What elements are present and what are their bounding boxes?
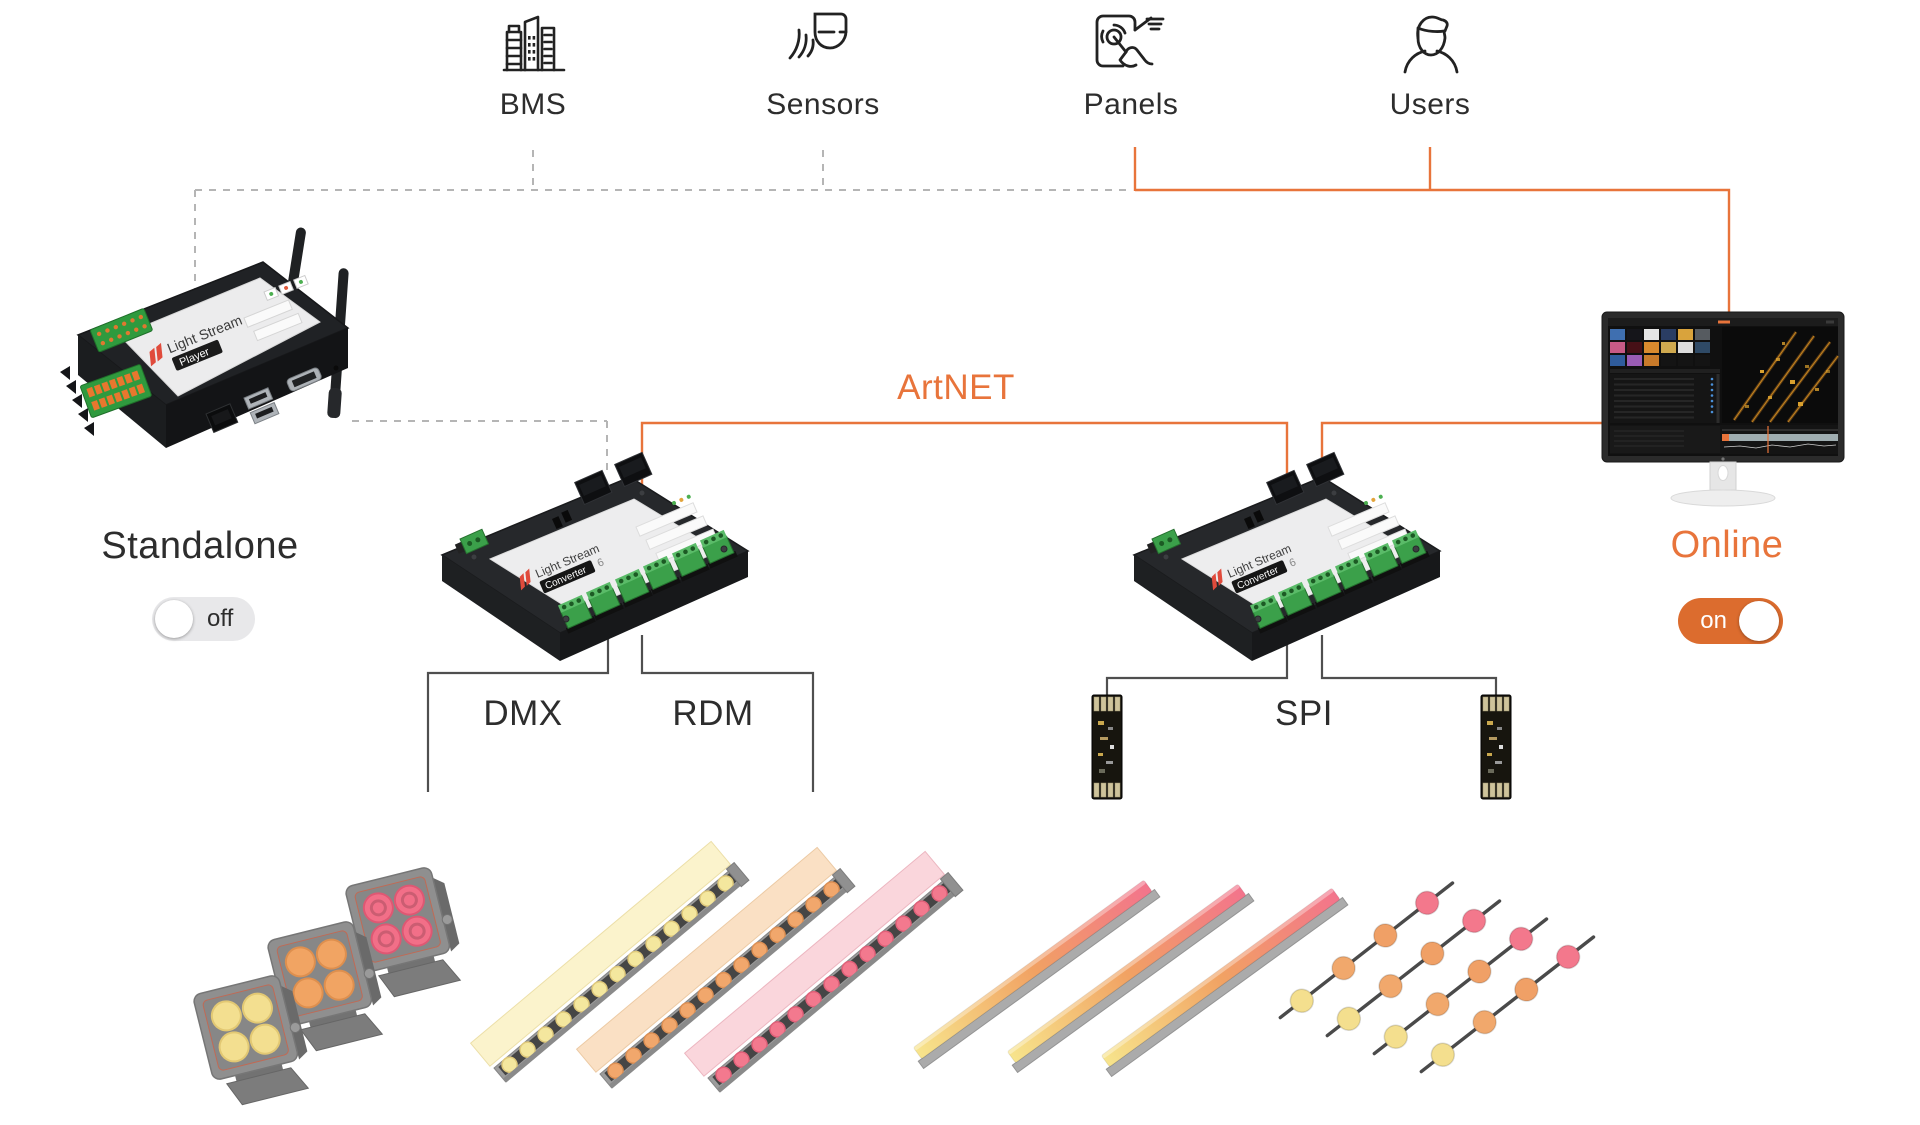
wire-online-bus <box>1135 188 1731 318</box>
motion-sensor-icon <box>788 12 848 60</box>
fixture-pixel-strings <box>1278 881 1596 1074</box>
source-label-users: Users <box>1389 88 1471 121</box>
person-icon <box>1403 15 1459 74</box>
touch-panel-icon <box>1095 14 1165 68</box>
player-terminal-front <box>80 364 152 418</box>
monitor-device <box>1601 311 1845 507</box>
artnet-label: ArtNET <box>897 368 1015 407</box>
spi-pcb-module-right <box>1480 694 1512 800</box>
dmx-label: DMX <box>483 694 563 733</box>
converter-left-device <box>441 451 749 662</box>
online-toggle-label: on <box>1700 607 1727 634</box>
fixture-flood-lights <box>193 867 462 1106</box>
standalone-toggle-label: off <box>207 605 234 632</box>
player-status-leds <box>263 274 309 301</box>
online-toggle[interactable]: on <box>1678 598 1783 644</box>
standalone-toggle[interactable]: off <box>152 597 255 641</box>
rdm-label: RDM <box>672 694 754 733</box>
wire-rdm-bracket <box>640 635 815 792</box>
source-label-sensors: Sensors <box>766 88 880 121</box>
hdmi-port <box>286 367 322 392</box>
heatsink-fins <box>60 366 94 436</box>
light-stream-player-device: Light Stream Player <box>60 227 350 448</box>
wire-spi-left-bracket <box>1105 635 1289 700</box>
wire-spi-right-bracket <box>1320 635 1498 700</box>
fixture-wash-bars <box>469 840 964 1093</box>
player-terminal-top <box>90 308 153 353</box>
standalone-title: Standalone <box>101 525 299 567</box>
player-stickers <box>243 299 303 342</box>
spi-label: SPI <box>1275 694 1333 733</box>
software-parameter-list <box>1610 374 1720 423</box>
wire-dmx-bracket <box>426 635 610 792</box>
monitor-base <box>1670 489 1776 507</box>
buildings-icon <box>502 15 566 72</box>
fixture-flex-strips <box>913 880 1349 1078</box>
source-label-panels: Panels <box>1083 88 1179 121</box>
usb-ports <box>243 387 280 425</box>
converter-right-device <box>1133 451 1441 662</box>
spi-pcb-module-left <box>1091 694 1123 800</box>
toggle-knob <box>155 600 193 638</box>
software-thumbnails <box>1610 329 1710 366</box>
online-title: Online <box>1670 524 1784 566</box>
toggle-knob <box>1739 601 1779 641</box>
source-label-bms: BMS <box>499 88 567 121</box>
ethernet-port <box>205 403 239 434</box>
